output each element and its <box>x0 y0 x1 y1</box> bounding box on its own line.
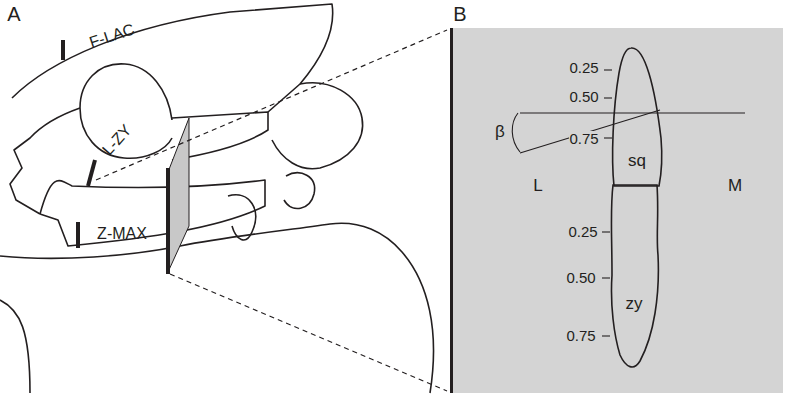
section-plane <box>168 118 189 272</box>
tick-value: 0.75 <box>566 328 595 344</box>
horizontal-reference <box>520 112 745 113</box>
squamosal-section: sq <box>611 48 663 186</box>
maxilla <box>40 180 265 246</box>
tick-value: 0.50 <box>566 270 595 286</box>
angle-symbol: β <box>495 123 505 141</box>
tick-value: 0.25 <box>568 224 597 240</box>
mandible-lower <box>0 300 30 393</box>
angle-arc <box>512 113 520 152</box>
measure-bar <box>88 160 95 186</box>
section-outline <box>610 185 660 368</box>
bone-label: zy <box>626 295 643 312</box>
tick-value: 0.75 <box>569 131 598 147</box>
coronoid-process <box>228 195 256 240</box>
tick-value: 0.50 <box>569 89 598 105</box>
zoom-line <box>96 30 447 180</box>
tick-mark <box>604 69 612 70</box>
side-label: L <box>533 177 542 194</box>
panel-letter: B <box>453 4 466 25</box>
cross-section-panel: L Msq zy <box>450 28 783 393</box>
tick-mark <box>602 335 610 336</box>
tick-mark <box>602 277 610 278</box>
measure-bar <box>61 40 65 60</box>
tick-mark <box>604 137 612 138</box>
tick-value: 0.25 <box>569 60 598 76</box>
bone-label: sq <box>628 152 646 169</box>
condyle <box>284 173 315 209</box>
zoom-line <box>170 274 447 391</box>
panel-letter: A <box>7 4 20 25</box>
section-outline-path <box>613 48 662 186</box>
tick-mark <box>604 97 612 98</box>
measure-bar <box>76 222 80 248</box>
mandible <box>0 223 434 393</box>
posterior-skull <box>272 83 363 169</box>
side-label: M <box>728 177 742 194</box>
measure-bar <box>166 168 170 274</box>
measurement-label: Z-MAX <box>97 226 147 243</box>
angle-line <box>520 110 660 153</box>
measurement-label: L-ZY <box>99 121 135 158</box>
measurement-label: F-LAC <box>87 21 136 51</box>
zygomatic-section: zy <box>610 185 660 368</box>
cranium-outline <box>12 4 333 112</box>
tick-mark <box>602 231 610 232</box>
section-outline-path <box>611 185 658 367</box>
orbit <box>80 64 172 158</box>
